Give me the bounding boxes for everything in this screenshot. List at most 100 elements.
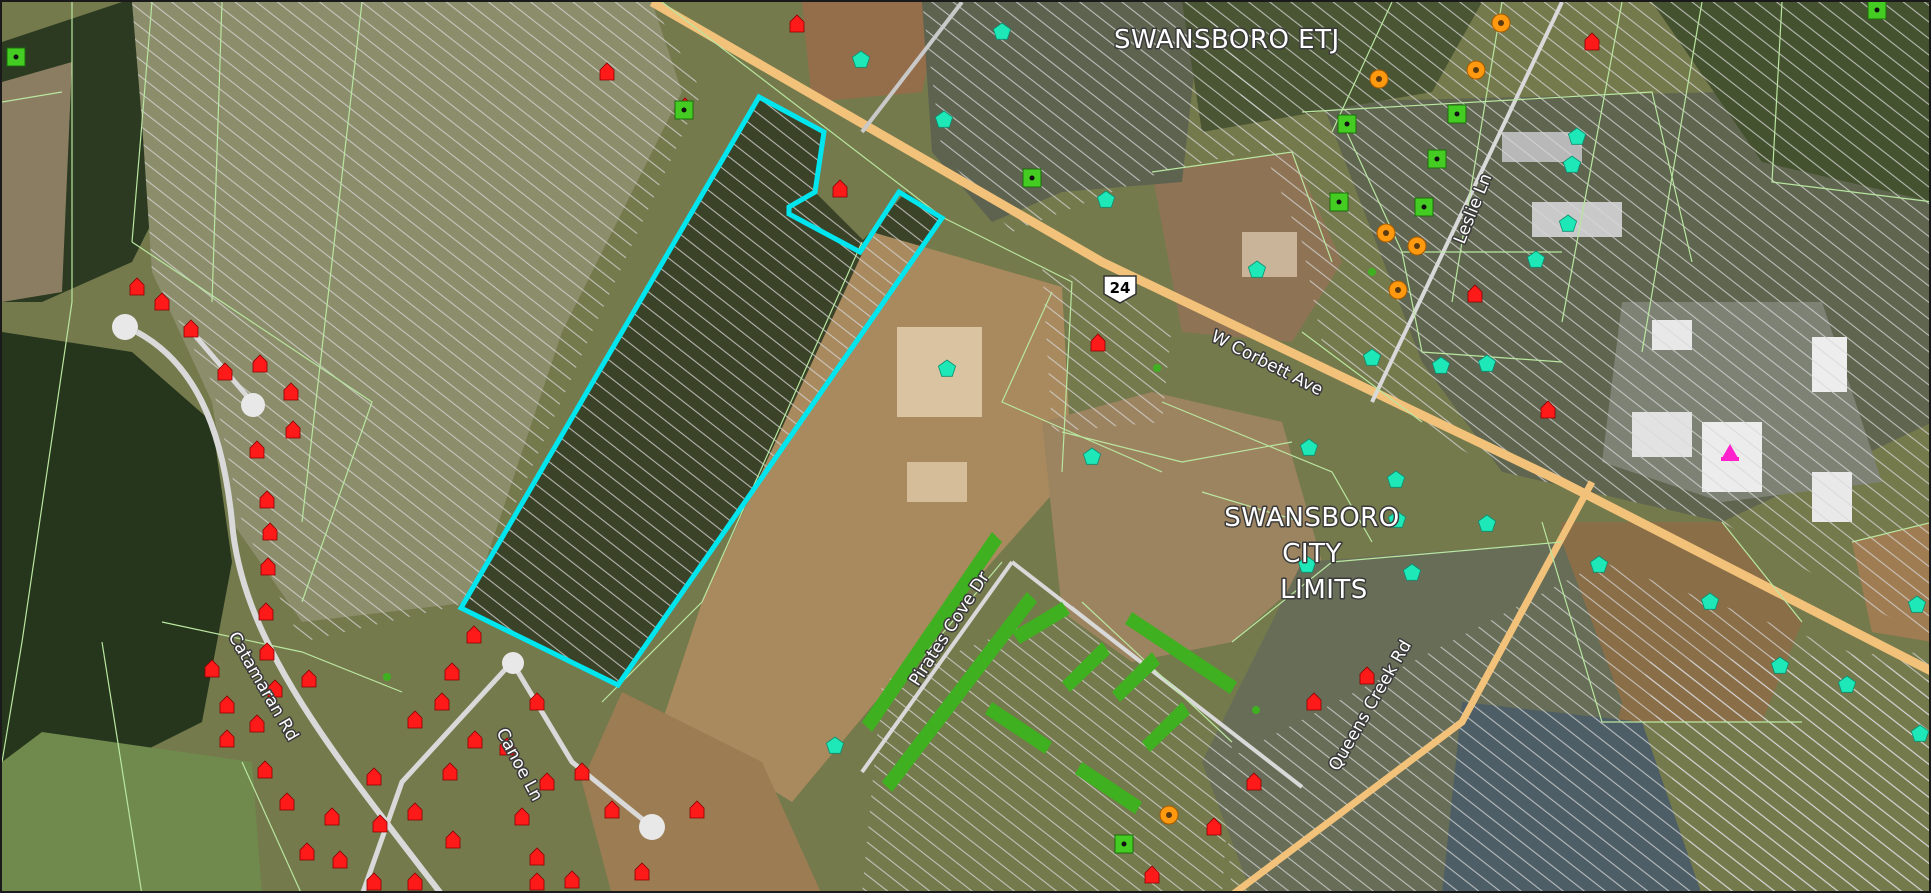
house-marker-icon[interactable] — [262, 522, 278, 541]
house-marker-icon[interactable] — [529, 872, 545, 891]
house-marker-icon[interactable] — [1144, 865, 1160, 884]
house-marker-icon[interactable] — [832, 179, 848, 198]
square-dot-marker-icon[interactable] — [6, 47, 26, 67]
highway-shield-icon[interactable]: 24 — [1103, 275, 1137, 304]
house-marker-icon[interactable] — [366, 872, 382, 891]
house-marker-icon[interactable] — [407, 872, 423, 891]
house-marker-icon[interactable] — [789, 14, 805, 33]
square-dot-marker-icon[interactable] — [674, 100, 694, 120]
house-marker-icon[interactable] — [324, 807, 340, 826]
house-marker-icon[interactable] — [442, 762, 458, 781]
house-marker-icon[interactable] — [1359, 666, 1375, 685]
house-marker-icon[interactable] — [259, 642, 275, 661]
house-marker-icon[interactable] — [1206, 817, 1222, 836]
pentagon-marker-icon[interactable] — [1562, 155, 1582, 173]
house-marker-icon[interactable] — [260, 557, 276, 576]
pentagon-marker-icon[interactable] — [1362, 348, 1382, 366]
house-marker-icon[interactable] — [529, 692, 545, 711]
pentagon-marker-icon[interactable] — [851, 50, 871, 68]
ring-marker-icon[interactable] — [1376, 223, 1396, 243]
pentagon-marker-icon[interactable] — [1589, 555, 1609, 573]
pentagon-marker-icon[interactable] — [1526, 250, 1546, 268]
house-marker-icon[interactable] — [467, 730, 483, 749]
house-marker-icon[interactable] — [564, 870, 580, 889]
house-marker-icon[interactable] — [1467, 284, 1483, 303]
house-marker-icon[interactable] — [299, 842, 315, 861]
pentagon-marker-icon[interactable] — [1477, 514, 1497, 532]
house-marker-icon[interactable] — [574, 762, 590, 781]
ring-marker-icon[interactable] — [1466, 60, 1486, 80]
square-dot-marker-icon[interactable] — [1022, 168, 1042, 188]
pentagon-marker-icon[interactable] — [1386, 470, 1406, 488]
ring-marker-icon[interactable] — [1369, 69, 1389, 89]
house-marker-icon[interactable] — [258, 602, 274, 621]
house-marker-icon[interactable] — [407, 710, 423, 729]
pentagon-marker-icon[interactable] — [1907, 595, 1927, 613]
pentagon-marker-icon[interactable] — [1082, 447, 1102, 465]
house-marker-icon[interactable] — [1540, 400, 1556, 419]
pentagon-marker-icon[interactable] — [937, 359, 957, 377]
house-marker-icon[interactable] — [257, 760, 273, 779]
square-dot-marker-icon[interactable] — [1427, 149, 1447, 169]
small-parcel-dot-icon[interactable] — [383, 673, 391, 681]
pentagon-marker-icon[interactable] — [1096, 190, 1116, 208]
pentagon-marker-icon[interactable] — [1299, 438, 1319, 456]
pentagon-marker-icon[interactable] — [1910, 724, 1929, 742]
house-marker-icon[interactable] — [466, 625, 482, 644]
house-marker-icon[interactable] — [529, 847, 545, 866]
house-marker-icon[interactable] — [285, 420, 301, 439]
square-dot-marker-icon[interactable] — [1447, 104, 1467, 124]
house-marker-icon[interactable] — [444, 662, 460, 681]
square-dot-marker-icon[interactable] — [1414, 197, 1434, 217]
house-marker-icon[interactable] — [283, 382, 299, 401]
square-dot-marker-icon[interactable] — [1329, 192, 1349, 212]
pentagon-marker-icon[interactable] — [1770, 656, 1790, 674]
house-marker-icon[interactable] — [219, 729, 235, 748]
house-marker-icon[interactable] — [267, 679, 283, 698]
house-marker-icon[interactable] — [204, 659, 220, 678]
house-marker-icon[interactable] — [1306, 692, 1322, 711]
house-marker-icon[interactable] — [249, 440, 265, 459]
ring-marker-icon[interactable] — [1491, 13, 1511, 33]
small-parcel-dot-icon[interactable] — [1252, 706, 1260, 714]
house-marker-icon[interactable] — [219, 695, 235, 714]
pentagon-marker-icon[interactable] — [1567, 127, 1587, 145]
house-marker-icon[interactable] — [499, 737, 515, 756]
small-parcel-dot-icon[interactable] — [1368, 268, 1376, 276]
pentagon-marker-icon[interactable] — [1431, 356, 1451, 374]
pentagon-marker-icon[interactable] — [1837, 675, 1857, 693]
house-marker-icon[interactable] — [372, 814, 388, 833]
small-parcel-dot-icon[interactable] — [1153, 364, 1161, 372]
house-marker-icon[interactable] — [689, 800, 705, 819]
pentagon-marker-icon[interactable] — [1558, 214, 1578, 232]
house-marker-icon[interactable] — [332, 850, 348, 869]
house-marker-icon[interactable] — [1246, 772, 1262, 791]
house-marker-icon[interactable] — [154, 292, 170, 311]
house-marker-icon[interactable] — [539, 772, 555, 791]
house-marker-icon[interactable] — [599, 62, 615, 81]
house-marker-icon[interactable] — [634, 862, 650, 881]
house-marker-icon[interactable] — [183, 319, 199, 338]
pentagon-marker-icon[interactable] — [825, 736, 845, 754]
house-marker-icon[interactable] — [252, 354, 268, 373]
house-marker-icon[interactable] — [434, 692, 450, 711]
subject-parcel-outline[interactable] — [457, 93, 946, 689]
house-marker-icon[interactable] — [129, 277, 145, 296]
pentagon-marker-icon[interactable] — [934, 110, 954, 128]
house-marker-icon[interactable] — [1090, 333, 1106, 352]
house-marker-icon[interactable] — [259, 490, 275, 509]
house-marker-icon[interactable] — [1584, 32, 1600, 51]
special-use-marker[interactable] — [1721, 444, 1739, 461]
pentagon-marker-icon[interactable] — [992, 22, 1012, 40]
pentagon-marker-icon[interactable] — [1700, 592, 1720, 610]
house-marker-icon[interactable] — [217, 362, 233, 381]
house-marker-icon[interactable] — [366, 767, 382, 786]
house-marker-icon[interactable] — [514, 807, 530, 826]
house-marker-icon[interactable] — [604, 800, 620, 819]
house-marker-icon[interactable] — [301, 669, 317, 688]
ring-marker-icon[interactable] — [1159, 805, 1179, 825]
house-marker-icon[interactable] — [249, 714, 265, 733]
square-dot-marker-icon[interactable] — [1337, 114, 1357, 134]
